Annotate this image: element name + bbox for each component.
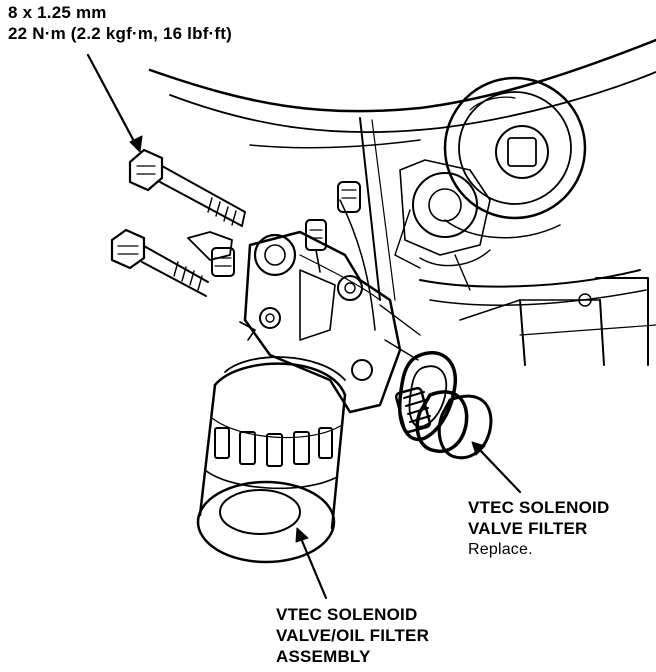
filter-callout-note: Replace. xyxy=(468,541,533,558)
assembly-callout-line3: ASSEMBLY xyxy=(276,647,371,666)
leader-arrows xyxy=(86,53,522,600)
pulley xyxy=(443,76,587,239)
upper-bolt xyxy=(128,148,246,227)
solenoid-filter-gasket xyxy=(394,351,493,460)
oil-filter xyxy=(196,356,347,564)
assembly-callout-label: VTEC SOLENOID VALVE/OIL FILTER ASSEMBLY xyxy=(276,604,429,667)
solenoid-housing xyxy=(239,230,421,414)
bolt-spec-label: 8 x 1.25 mm 22 N·m (2.2 kgf·m, 16 lbf·ft… xyxy=(8,2,232,44)
bolt-size: 8 x 1.25 mm xyxy=(8,3,107,22)
filter-callout-line1: VTEC SOLENOID xyxy=(468,498,610,517)
filter-callout-line2: VALVE FILTER xyxy=(468,519,588,538)
assembly-callout-line1: VTEC SOLENOID xyxy=(276,605,418,624)
connector-clips xyxy=(187,219,327,277)
bolt-torque: 22 N·m (2.2 kgf·m, 16 lbf·ft) xyxy=(8,24,232,43)
assembly-callout-line2: VALVE/OIL FILTER xyxy=(276,626,430,645)
valve-train-detail xyxy=(337,159,592,307)
lower-bolt xyxy=(110,228,209,297)
filter-callout-label: VTEC SOLENOID VALVE FILTER Replace. xyxy=(468,497,609,560)
